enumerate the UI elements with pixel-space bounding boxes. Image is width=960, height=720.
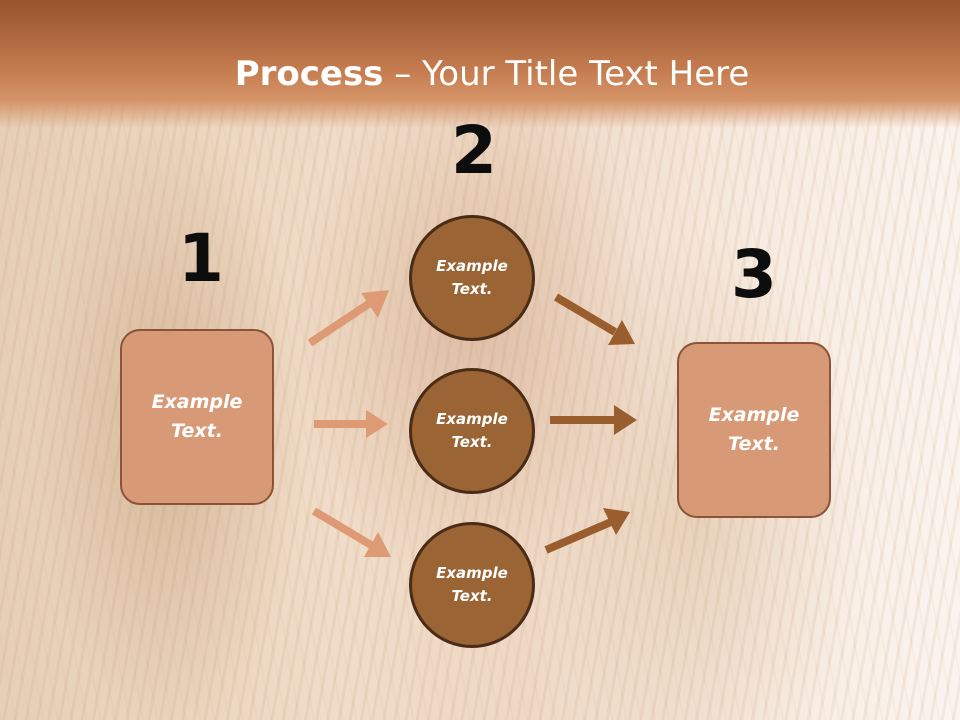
step-number-2: 2 — [451, 112, 497, 189]
title-bold: Process — [234, 54, 384, 94]
arrow-bottom-to-right — [544, 508, 630, 554]
title-bar — [0, 0, 960, 128]
circle-top[interactable]: Example Text. — [409, 215, 535, 341]
arrow-top-to-right — [553, 293, 635, 345]
arrow-left-to-bottom — [311, 507, 391, 557]
title-rest: – Your Title Text Here — [383, 54, 750, 94]
arrow-left-to-top — [307, 290, 389, 347]
right-text-box[interactable]: Example Text. — [677, 342, 831, 518]
arrow-middle-to-right — [550, 405, 637, 435]
circle-middle[interactable]: Example Text. — [409, 368, 535, 494]
left-text-box[interactable]: Example Text. — [120, 329, 274, 505]
circle-bottom[interactable]: Example Text. — [409, 522, 535, 648]
step-number-3: 3 — [731, 236, 777, 313]
step-number-1: 1 — [178, 220, 224, 297]
slide-title[interactable]: Process – Your Title Text Here — [0, 54, 960, 94]
arrow-left-to-middle — [314, 410, 388, 438]
